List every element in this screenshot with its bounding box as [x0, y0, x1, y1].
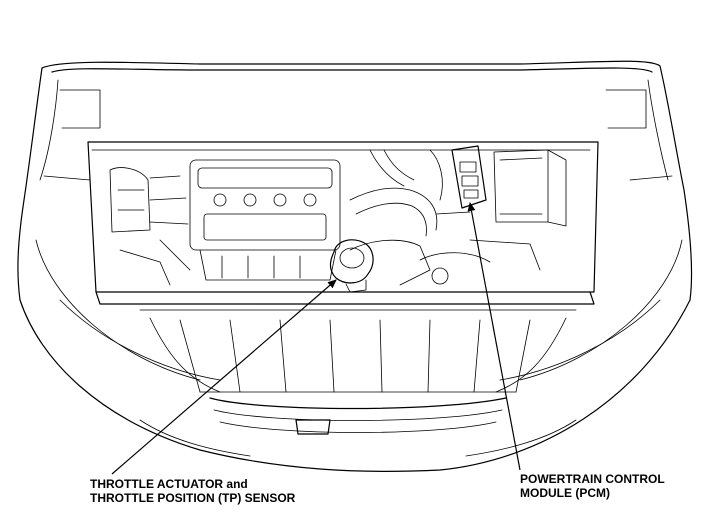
- pcm-callout-label: POWERTRAIN CONTROL MODULE (PCM): [520, 472, 665, 500]
- pcm-callout-line2: MODULE (PCM): [520, 486, 610, 500]
- throttle-body: [329, 239, 374, 293]
- vehicle-body-outline: [17, 60, 693, 472]
- throttle-callout-line1: THROTTLE ACTUATOR and: [90, 477, 248, 491]
- pcm-module: [451, 145, 487, 209]
- throttle-callout-label: THROTTLE ACTUATOR and THROTTLE POSITION …: [90, 477, 295, 505]
- grille-and-bumper: [95, 291, 595, 457]
- throttle-callout-line2: THROTTLE POSITION (TP) SENSOR: [90, 491, 296, 505]
- engine-components: [109, 149, 567, 286]
- pcm-callout-line1: POWERTRAIN CONTROL: [520, 472, 665, 486]
- engine-compartment: [87, 141, 599, 293]
- pcm-leader-line: [467, 202, 521, 471]
- throttle-leader-line: [111, 279, 337, 475]
